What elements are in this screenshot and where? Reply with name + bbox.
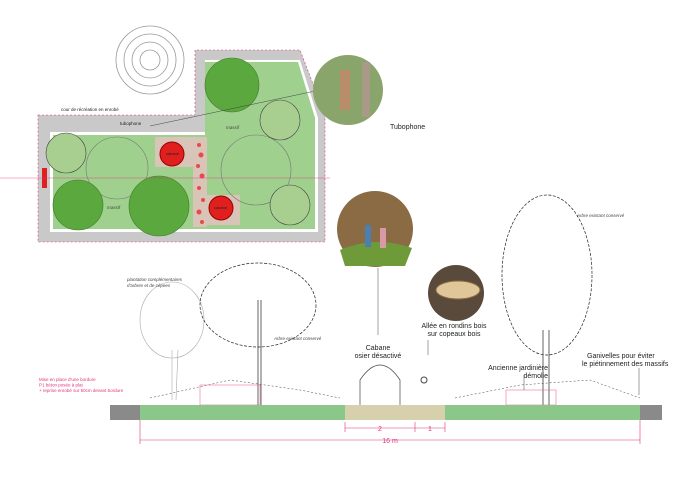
dimension-cabane: 2 bbox=[378, 426, 382, 433]
ganivelles-fence bbox=[149, 379, 641, 399]
photo-tubophone bbox=[313, 55, 383, 125]
photo-allee bbox=[428, 265, 484, 321]
cabane-elevation bbox=[359, 364, 401, 405]
cabane-plan-2 bbox=[208, 195, 234, 221]
dimension-total: 16 m bbox=[382, 438, 398, 445]
tubophone-label: Tubophone bbox=[390, 124, 425, 131]
child-figure bbox=[420, 376, 428, 384]
cabane-plan-label: cabane bbox=[166, 151, 180, 156]
massif-label: massif bbox=[226, 125, 240, 130]
tree-outline-left bbox=[139, 281, 205, 401]
section-elevation bbox=[110, 194, 662, 444]
tubophone-plan-label: tubophone bbox=[120, 121, 142, 126]
stepping-stones bbox=[196, 143, 205, 224]
dimension-allee: 1 bbox=[428, 426, 432, 433]
courtyard-note: cour de récréation en enrobé bbox=[61, 107, 119, 112]
photo-cabane bbox=[337, 191, 413, 267]
existing-tree-label: Arbre existant conservé bbox=[576, 213, 625, 218]
concentric-circles-sculpture bbox=[115, 25, 185, 95]
massif-label: massif bbox=[107, 205, 121, 210]
cabane-plan-1 bbox=[159, 141, 185, 167]
existing-tree-label: Arbre existant conservé bbox=[273, 336, 322, 341]
site-plan: cour de récréation en enrobé tubophone m… bbox=[0, 25, 330, 243]
tree-existing-left bbox=[199, 262, 317, 405]
dimension-lines bbox=[139, 420, 641, 444]
tree-existing-right bbox=[501, 194, 593, 405]
plan-trees bbox=[45, 57, 311, 237]
paving-strip bbox=[193, 137, 207, 227]
cabane-plan-label: cabane bbox=[214, 205, 228, 210]
